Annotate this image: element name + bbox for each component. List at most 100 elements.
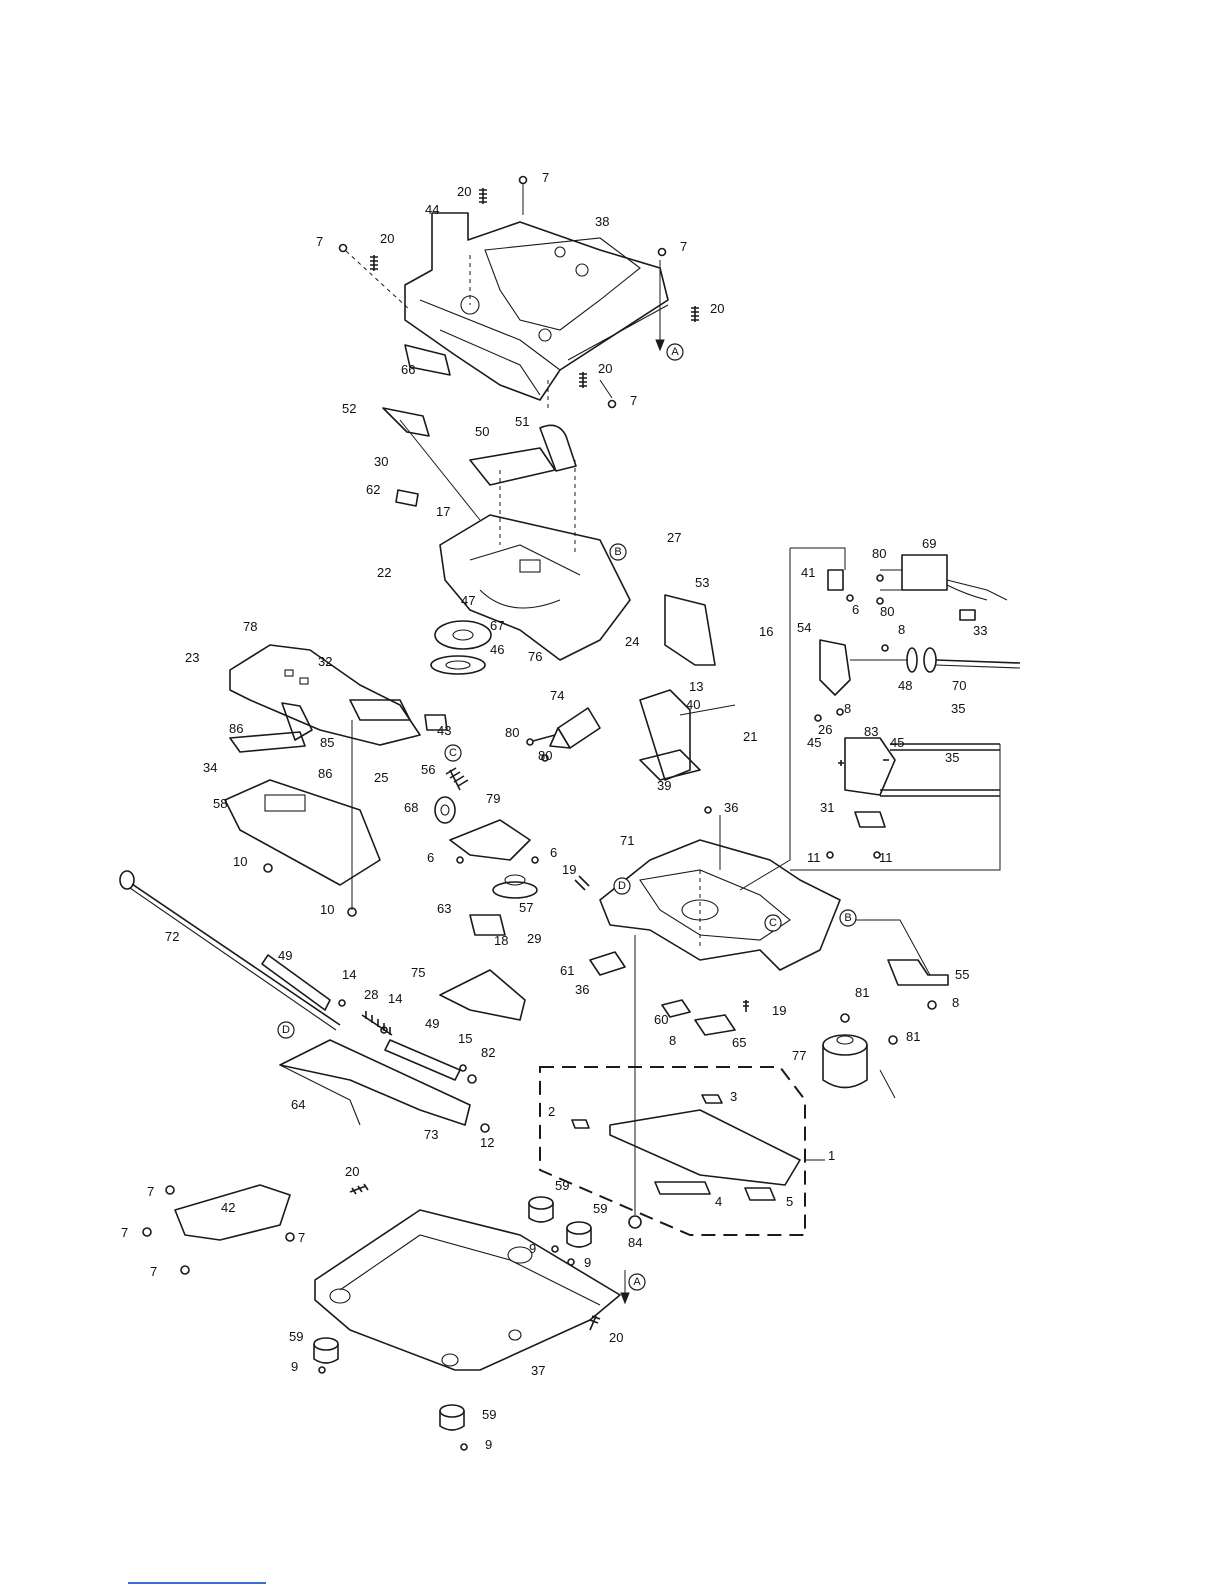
part-label-62: 62 [366, 482, 380, 497]
part-label-9: 9 [529, 1241, 536, 1256]
part-label-7: 7 [680, 239, 687, 254]
motor-74 [434, 707, 601, 1021]
part-label-13: 13 [689, 679, 703, 694]
part-label-76: 76 [528, 649, 542, 664]
part-label-46: 46 [490, 642, 504, 657]
part-label-42: 42 [221, 1200, 235, 1215]
part-label-48: 48 [898, 678, 912, 693]
part-label-4: 4 [715, 1194, 722, 1209]
part-label-35: 35 [951, 701, 965, 716]
part-label-36: 36 [575, 982, 589, 997]
part-label-22: 22 [377, 565, 391, 580]
part-label-80: 80 [880, 604, 894, 619]
right-assembly [739, 547, 1021, 891]
part-label-7: 7 [316, 234, 323, 249]
part-label-82: 82 [481, 1045, 495, 1060]
part-label-17: 17 [436, 504, 450, 519]
part-label-29: 29 [527, 931, 541, 946]
reference-marker-c: C [444, 744, 462, 762]
part-label-8: 8 [669, 1033, 676, 1048]
part-label-20: 20 [457, 184, 471, 199]
part-label-23: 23 [185, 650, 199, 665]
part-label-63: 63 [437, 901, 451, 916]
part-label-7: 7 [150, 1264, 157, 1279]
part-label-6: 6 [550, 845, 557, 860]
part-label-59: 59 [289, 1329, 303, 1344]
part-label-51: 51 [515, 414, 529, 429]
shafts [119, 870, 477, 1084]
part-label-7: 7 [147, 1184, 154, 1199]
part-label-49: 49 [425, 1016, 439, 1031]
part-label-78: 78 [243, 619, 257, 634]
part-label-37: 37 [531, 1363, 545, 1378]
part-label-84: 84 [628, 1235, 642, 1250]
part-label-80: 80 [872, 546, 886, 561]
svg-text:C: C [769, 917, 777, 929]
reference-marker-d: D [277, 1021, 295, 1039]
part-label-30: 30 [374, 454, 388, 469]
part-label-9: 9 [291, 1359, 298, 1374]
part-label-6: 6 [427, 850, 434, 865]
part-label-69: 69 [922, 536, 936, 551]
part-label-7: 7 [542, 170, 549, 185]
reference-markers: A B C D C B D A [277, 343, 857, 1291]
part-label-80: 80 [505, 725, 519, 740]
left-plate-assembly [224, 644, 421, 917]
part-label-75: 75 [411, 965, 425, 980]
part-label-33: 33 [973, 623, 987, 638]
part-label-39: 39 [657, 778, 671, 793]
part-label-74: 74 [550, 688, 564, 703]
part-label-59: 59 [593, 1201, 607, 1216]
reference-marker-a: A [628, 1273, 646, 1291]
top-fasteners [338, 175, 699, 409]
part-label-18: 18 [494, 933, 508, 948]
part-label-60: 60 [654, 1012, 668, 1027]
svg-text:B: B [844, 912, 851, 924]
part-label-80: 80 [538, 748, 552, 763]
part-label-7: 7 [121, 1225, 128, 1240]
reference-marker-c: C [764, 914, 782, 932]
part-label-56: 56 [421, 762, 435, 777]
part-label-28: 28 [364, 987, 378, 1002]
svg-text:D: D [282, 1024, 290, 1036]
part-label-40: 40 [686, 697, 700, 712]
svg-text:B: B [614, 546, 621, 558]
rubber-feet [313, 1196, 592, 1451]
part-label-55: 55 [955, 967, 969, 982]
part-label-45: 45 [807, 735, 821, 750]
part-label-7: 7 [630, 393, 637, 408]
part-label-66: 66 [401, 362, 415, 377]
part-label-11: 11 [807, 850, 821, 865]
svg-text:A: A [633, 1276, 641, 1288]
part-label-79: 79 [486, 791, 500, 806]
top-chassis-frame [404, 212, 669, 410]
part-label-50: 50 [475, 424, 489, 439]
motor-77-assembly [822, 919, 949, 1099]
part-label-41: 41 [801, 565, 815, 580]
part-label-54: 54 [797, 620, 811, 635]
part-label-14: 14 [388, 991, 402, 1006]
part-label-86: 86 [229, 721, 243, 736]
part-label-71: 71 [620, 833, 634, 848]
lower-bracket [279, 1039, 490, 1133]
part-label-10: 10 [320, 902, 334, 917]
part-label-65: 65 [732, 1035, 746, 1050]
part-label-52: 52 [342, 401, 356, 416]
part-label-72: 72 [165, 929, 179, 944]
part-label-20: 20 [609, 1330, 623, 1345]
part-label-57: 57 [519, 900, 533, 915]
part-label-10: 10 [233, 854, 247, 869]
part-label-67: 67 [490, 618, 504, 633]
part-label-31: 31 [820, 800, 834, 815]
part-label-49: 49 [278, 948, 292, 963]
svg-text:A: A [671, 346, 679, 358]
part-label-64: 64 [291, 1097, 305, 1112]
part-label-15: 15 [458, 1031, 472, 1046]
part-label-19: 19 [772, 1003, 786, 1018]
part-label-38: 38 [595, 214, 609, 229]
reference-marker-d: D [613, 877, 631, 895]
part-label-77: 77 [792, 1048, 806, 1063]
part-label-81: 81 [906, 1029, 920, 1044]
part-label-11: 11 [879, 850, 893, 865]
